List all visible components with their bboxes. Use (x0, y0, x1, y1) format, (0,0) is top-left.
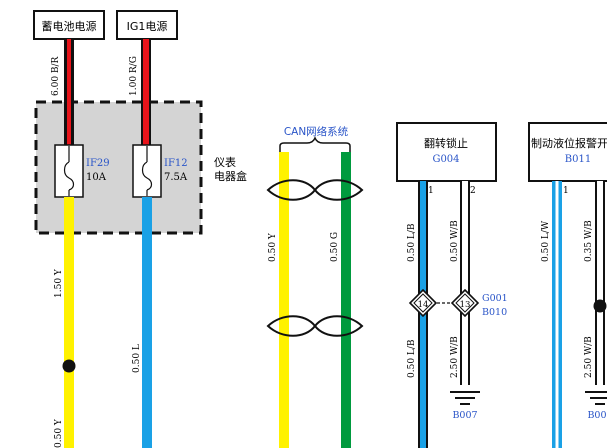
wire-label-g004-lb-lower: 0.50 L/B (407, 339, 417, 378)
ground-ref-b007-b011: B007 (587, 410, 607, 421)
wire-b011-w-b (595, 181, 605, 385)
twisted-pair-marker-lower (266, 315, 364, 337)
wire-if29-yellow (64, 197, 74, 448)
wire-can-yellow (279, 152, 289, 448)
wire-label-g004-lb: 0.50 L/B (407, 223, 417, 262)
fuse-box-label-line1: 仪表 (214, 155, 236, 169)
wire-label-g004-wb-lower: 2.50 W/B (450, 336, 460, 378)
splice-point (62, 359, 76, 373)
ground-symbol (450, 391, 480, 405)
fuse-if29-rating: 10A (86, 172, 107, 183)
component-g004: 翻转锁止 G004 (396, 122, 497, 182)
wire-label-g004-wb: 0.50 W/B (450, 220, 460, 262)
fuse-if12-id: IF12 (164, 158, 188, 169)
connector-13-number: 13 (460, 300, 471, 310)
connector-ref-b010: B010 (482, 307, 507, 318)
wire-b011-l-w (552, 181, 562, 448)
pin-g004-2: 2 (470, 186, 476, 196)
wire-label-can-y: 0.50 Y (268, 232, 278, 262)
wire-if12-blue (142, 197, 152, 448)
wire-label-if29-out: 1.50 Y (54, 268, 64, 298)
pin-g004-1: 1 (428, 186, 434, 196)
fuse-if12 (132, 144, 162, 198)
wire-label-b011-lw: 0.50 L/W (541, 220, 551, 262)
power-source-ig1-label: IG1电源 (127, 19, 168, 33)
wire-battery-b-r (64, 39, 74, 145)
can-title: CAN网络系统 (284, 125, 349, 138)
component-b011-code: B011 (565, 154, 591, 165)
fuse-if29-id: IF29 (86, 158, 110, 169)
twisted-pair-marker-upper (266, 179, 364, 201)
wire-label-b011-wb-lower: 2.50 W/B (584, 336, 594, 378)
power-source-battery: 蓄电池电源 (33, 10, 105, 40)
fuse-if29 (54, 144, 84, 198)
component-g004-code: G004 (432, 154, 459, 165)
fuse-if12-rating: 7.5A (164, 172, 188, 183)
splice-point-b011 (593, 299, 607, 313)
ground-ref-b007: B007 (452, 410, 477, 421)
connector-13: 13 (450, 288, 480, 318)
power-source-ig1: IG1电源 (116, 10, 178, 40)
component-g004-name: 翻转锁止 (424, 136, 468, 150)
connector-ref-g001: G001 (482, 293, 508, 304)
wire-g004-w-b (460, 181, 470, 385)
connector-14: 14 (408, 288, 438, 318)
wire-label-b011-wb: 0.35 W/B (584, 220, 594, 262)
power-source-battery-label: 蓄电池电源 (42, 19, 97, 33)
wire-label-can-g: 0.50 G (330, 232, 340, 262)
component-b011: 制动液位报警开 B011 (528, 122, 607, 182)
wire-label-battery: 6.00 B/R (51, 56, 61, 96)
wire-label-if29-lower: 0.50 Y (54, 418, 64, 448)
connector-14-number: 14 (418, 300, 429, 310)
ground-symbol-b011 (585, 391, 607, 405)
wire-label-if12-out: 0.50 L (132, 344, 142, 373)
fuse-box-label-line2: 电器盒 (214, 169, 247, 183)
wire-can-green (341, 152, 351, 448)
component-b011-name: 制动液位报警开 (531, 136, 607, 150)
wire-label-ig1: 1.00 R/G (129, 56, 139, 96)
wire-ig1-r-g (141, 39, 151, 145)
pin-b011-1: 1 (563, 186, 569, 196)
can-bracket (279, 135, 351, 152)
